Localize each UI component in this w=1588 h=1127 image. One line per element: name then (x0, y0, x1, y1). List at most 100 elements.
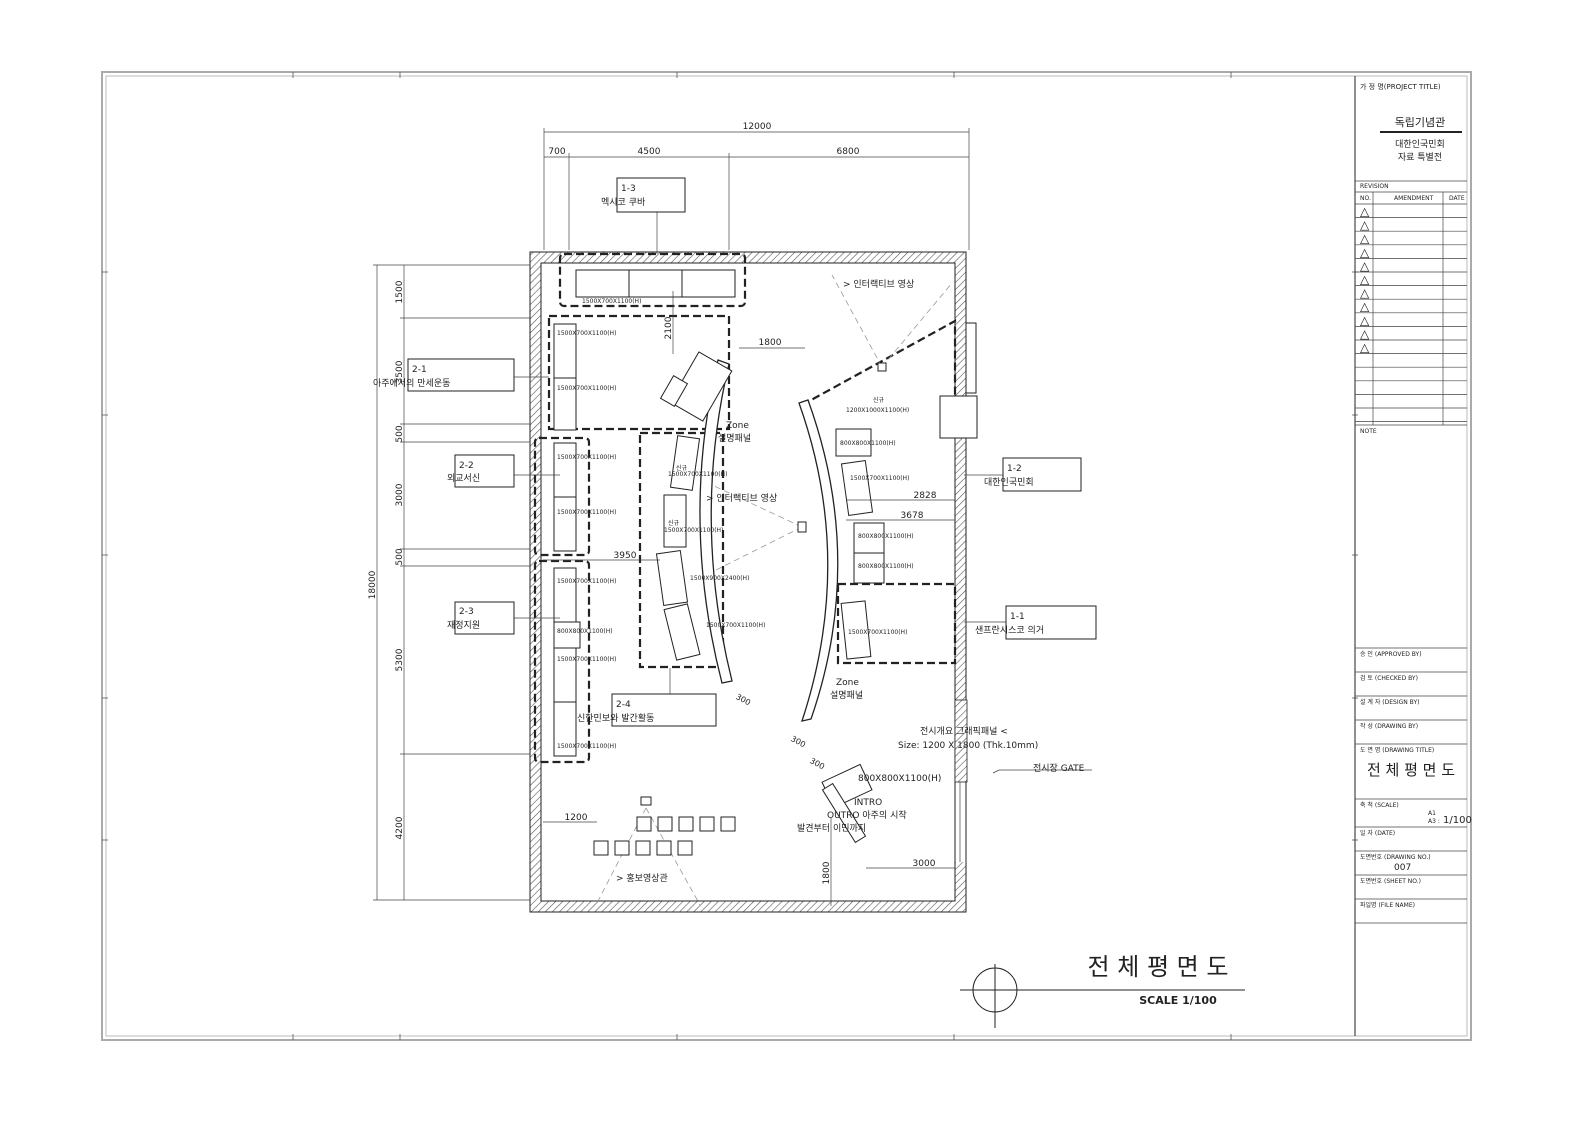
revision-triangle-icon: △ (1360, 245, 1370, 259)
drawing-no-label: 도면번호 (DRAWING NO.) (1360, 853, 1431, 861)
case-1-2-b (840, 460, 874, 516)
zone-1-1-outline (836, 582, 957, 665)
revision-amendment-header: AMENDMENT (1394, 195, 1434, 202)
label-zone-left-2: 설명패널 (718, 433, 751, 444)
revision-triangle-icon: △ (1360, 205, 1370, 219)
projector-bottom (640, 796, 652, 806)
drawing-by-label: 작 성 (DRAWING BY) (1360, 722, 1418, 730)
dim-6800: 6800 (837, 147, 860, 157)
zone-1-3-code: 1-3 (621, 184, 636, 194)
label-box-2-2 (454, 454, 515, 488)
label-interactive-video-top: > 인터랙티브 영상 (843, 279, 914, 290)
label-overview-panel: 전시개요 그래픽패널 < (920, 726, 1008, 737)
scale-label: 축 척 (SCALE) (1360, 801, 1399, 809)
dim-300c: 300 (808, 756, 826, 771)
zone-2-2-code: 2-2 (459, 461, 474, 471)
case-1-2-a (835, 428, 872, 457)
zone-labels: 1-3 멕시코 쿠바 2-1 아주에서의 만세운동 2-2 외교서신 2-3 재… (373, 177, 1097, 727)
revision-triangle-icon: △ (1360, 313, 1370, 327)
label-zone-right-1: Zone (836, 678, 859, 688)
case-2-3-c-label: 1500X700X1100(H) (557, 656, 616, 663)
sheet-no-label: 도면번호 (SHEET NO.) (1360, 877, 1421, 885)
file-name-label: 파일명 (FILE NAME) (1360, 901, 1415, 909)
dim-4200: 4200 (395, 816, 405, 839)
case-2-4-d (663, 603, 701, 661)
dim-total-width: 12000 (743, 122, 772, 132)
label-intro-3: 발견부터 이민까지 (797, 822, 866, 834)
dim-2828: 2828 (914, 491, 937, 501)
case-1-2-b-label: 1500X700X1100(H) (850, 475, 909, 482)
checked-by-label: 검 토 (CHECKED BY) (1360, 675, 1418, 682)
note-label: NOTE (1360, 428, 1377, 435)
revision-triangle-icon: △ (1360, 259, 1370, 273)
scale-value: 1/100 (1443, 815, 1472, 826)
new-label-2-4-a: 신규 (676, 464, 688, 472)
label-box-2-1 (407, 358, 515, 392)
zone-1-2-name: 대한인국민회 (984, 477, 1034, 488)
room-walls (529, 251, 968, 913)
case-top-3 (681, 269, 736, 298)
zone-2-3-name: 재정지원 (447, 620, 480, 631)
label-intro-2: OUTRO 아주의 시작 (827, 810, 907, 821)
case-2-4-a (669, 435, 701, 491)
curved-wall-right (798, 399, 839, 722)
case-1-2-d-label: 800X800X1100(H) (858, 563, 914, 570)
label-zone-right-2: 설명패널 (830, 690, 863, 701)
approved-by-label: 승 인 (APPROVED BY) (1360, 651, 1422, 658)
case-2-4-a-label: 1500X700X1100(H) (668, 471, 727, 478)
case-2-3-d-label: 1500X700X1100(H) (557, 743, 616, 750)
intro-panel (821, 782, 867, 844)
case-1-1-label: 1500X700X1100(H) (848, 629, 907, 636)
case-2-4-d-label: 1500X700X1100(H) (706, 622, 765, 629)
display-cases: 1500X700X1100(H) 1500X700X1100(H) 1500X7… (553, 269, 978, 856)
projector-mid (797, 521, 807, 533)
revision-triangle-icon: △ (1360, 218, 1370, 232)
zone-2-1-outline (547, 314, 731, 431)
drawing-title: 전 체 평 면 도 (1367, 761, 1455, 779)
zone-2-4-name: 신한민보와 발간활동 (577, 712, 654, 724)
dim-500b: 500 (395, 548, 405, 565)
case-2-4-b (663, 494, 687, 548)
plan-scale-text: SCALE 1/100 (1139, 994, 1217, 1007)
sheet-inner-border (105, 75, 1468, 1037)
dim-4500: 4500 (638, 147, 661, 157)
zone-1-1-name: 샌프란시스코 의거 (975, 624, 1044, 636)
label-zone-left-1: Zone (726, 421, 749, 431)
curved-wall-left (699, 359, 733, 684)
zone-1-3-outline (558, 252, 747, 308)
case-top-1 (575, 269, 630, 298)
project-sub1: 대한인국민회 (1395, 139, 1445, 150)
label-gate: 전시장 GATE (1033, 763, 1085, 774)
intro-case-label: 800X800X1100(H) (858, 774, 941, 784)
title-block: 가 정 명(PROJECT TITLE) 독립기념관 대한인국민회 자료 특별전… (1354, 76, 1472, 1036)
zone-1-3-name: 멕시코 쿠바 (601, 197, 646, 208)
dim-2100: 2100 (664, 316, 674, 339)
projector-top (877, 362, 887, 372)
dimension-lines (373, 128, 970, 901)
case-2-3-b (553, 621, 581, 649)
case-2-2-a (553, 442, 577, 498)
annotations: > 인터랙티브 영상 > 인터랙티브 영상 > 홍보영상관 Zone 설명패널 … (616, 279, 1085, 884)
date-label: 일 자 (DATE) (1360, 829, 1395, 837)
zone-2-1-code: 2-1 (412, 365, 427, 375)
dim-3500: 3500 (395, 360, 405, 383)
revision-triangle-icon: △ (1360, 273, 1370, 287)
label-overview-size: Size: 1200 X 1800 (Thk.10mm) (898, 741, 1038, 751)
dim-3678: 3678 (901, 511, 924, 521)
revision-rows: △△△△△△△△△△△ (1355, 203, 1467, 422)
case-2-4-c-label: 1500X900X2400(H) (690, 575, 749, 582)
new-label-1-2: 신규 (873, 396, 885, 404)
dim-500a: 500 (395, 425, 405, 442)
zone-1-2-code: 1-2 (1007, 464, 1022, 474)
case-2-3-d (553, 701, 577, 757)
dim-300a: 300 (734, 692, 752, 707)
case-2-3-a-label: 1500X700X1100(H) (557, 578, 616, 585)
dim-1800: 1800 (759, 338, 782, 348)
zone-2-2-name: 외교서신 (447, 472, 480, 484)
case-2-2-b (553, 496, 577, 552)
dim-3000: 3000 (913, 859, 936, 869)
dim-total-height: 18000 (368, 570, 378, 599)
case-2-4-b-label: 1500X700X1100(H) (664, 527, 723, 534)
case-2-4-c (655, 550, 689, 606)
